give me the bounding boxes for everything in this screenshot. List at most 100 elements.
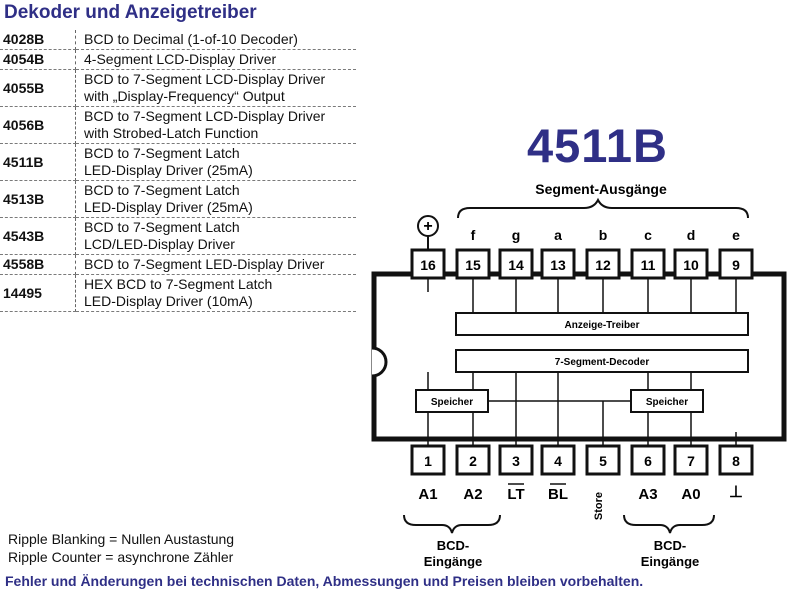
chip-description-line: LED-Display Driver (25mA) <box>84 162 253 178</box>
chip-description: 4-Segment LCD-Display Driver <box>75 49 356 70</box>
pin-number: 9 <box>732 257 740 273</box>
chip-description-line: BCD to Decimal (1-of-10 Decoder) <box>84 31 298 47</box>
driver-block <box>455 312 749 336</box>
pin-signal-label: d <box>687 227 696 243</box>
pin-signal-label: BL <box>548 486 568 503</box>
pin-number: 1 <box>424 453 432 469</box>
pin-signal-label: Store <box>593 492 605 520</box>
ic-name: 4511B <box>527 119 668 172</box>
pin-signal-label: A1 <box>418 486 437 503</box>
pin-signal-label: e <box>732 227 740 243</box>
pin-box <box>540 248 576 280</box>
pin-number: 6 <box>644 453 652 469</box>
chip-description-line: BCD to 7-Segment Latch <box>84 219 240 235</box>
pin-number: 4 <box>554 453 562 469</box>
pin-signal-label: a <box>554 227 562 243</box>
chip-description-line: LED-Display Driver (10mA) <box>84 293 253 309</box>
bcd-brace-left <box>403 514 501 534</box>
chip-code: 4055B <box>0 69 76 107</box>
chip-description-line: 4-Segment LCD-Display Driver <box>84 51 277 67</box>
chip-description: BCD to Decimal (1-of-10 Decoder) <box>75 30 356 50</box>
ground-symbol: ⊥ <box>729 484 743 501</box>
pinout-diagram: Segment-Ausgänge+16f15g14a13b12c11d10e91… <box>371 181 787 569</box>
chip-code: 4543B <box>0 217 76 255</box>
bcd-label-left-line2: Eingänge <box>424 554 483 569</box>
chip-row: 4558B BCD to 7-Segment LED-Display Driver <box>0 254 356 275</box>
chip-code: 4056B <box>0 106 76 144</box>
pin-number: 7 <box>687 453 695 469</box>
footer-disclaimer: Fehler und Änderungen bei technischen Da… <box>5 573 644 589</box>
notes: Ripple Blanking = Nullen Austastung Ripp… <box>8 530 234 566</box>
pin-number: 13 <box>550 257 566 273</box>
ic-notch <box>371 346 388 378</box>
chip-row: 4054B 4-Segment LCD-Display Driver <box>0 49 356 70</box>
pin-number: 12 <box>595 257 611 273</box>
pin-box <box>585 248 621 280</box>
chip-code: 4054B <box>0 49 76 70</box>
note-ripple-counter: Ripple Counter = asynchrone Zähler <box>8 549 234 565</box>
chip-row: 4028B BCD to Decimal (1-of-10 Decoder) <box>0 30 356 50</box>
decoder-block-label: 7-Segment-Decoder <box>555 357 650 368</box>
pin-box <box>673 444 709 476</box>
bcd-label-right-line2: Eingänge <box>641 554 700 569</box>
note-ripple-blanking: Ripple Blanking = Nullen Austastung <box>8 531 235 547</box>
chip-code: 14495 <box>0 274 76 312</box>
pin-box <box>455 248 491 280</box>
pin-box <box>630 444 666 476</box>
chip-code: 4558B <box>0 254 76 275</box>
segment-outputs-label: Segment-Ausgänge <box>535 181 667 197</box>
pin-signal-label: c <box>644 227 652 243</box>
pin-signal-label: A2 <box>463 486 482 503</box>
pin-box <box>540 444 576 476</box>
bcd-brace-right <box>623 514 715 534</box>
chip-description-line: BCD to 7-Segment Latch <box>84 182 240 198</box>
pin-signal-label: A3 <box>638 486 657 503</box>
chip-description-line: LED-Display Driver (25mA) <box>84 199 253 215</box>
pin-number: 14 <box>508 257 524 273</box>
chip-code: 4511B <box>0 143 76 181</box>
driver-block-label: Anzeige-Treiber <box>564 320 639 331</box>
latch-left-label: Speicher <box>431 397 473 408</box>
chip-description-line: BCD to 7-Segment LED-Display Driver <box>84 256 325 272</box>
pin-number: 16 <box>420 257 436 273</box>
chip-description-line: with „Display-Frequency“ Output <box>84 88 285 104</box>
chip-table: 4028B BCD to Decimal (1-of-10 Decoder) 405… <box>0 30 356 312</box>
bcd-label-left-line1: BCD- <box>437 538 470 553</box>
pin-number: 15 <box>465 257 481 273</box>
latch-right-label: Speicher <box>646 397 688 408</box>
chip-description-line: LCD/LED-Display Driver <box>84 236 235 252</box>
pin-signal-label: A0 <box>681 486 700 503</box>
pin-signal-label: b <box>599 227 608 243</box>
chip-description-line: BCD to 7-Segment LCD-Display Driver <box>84 108 326 124</box>
chip-description-line: BCD to 7-Segment Latch <box>84 145 240 161</box>
bcd-label-right-line1: BCD- <box>654 538 687 553</box>
pin-number: 2 <box>469 453 477 469</box>
decoder-block <box>455 349 749 373</box>
pin-number: 3 <box>512 453 520 469</box>
pin-signal-label: g <box>512 227 521 243</box>
chip-description-line: HEX BCD to 7-Segment Latch <box>84 276 273 292</box>
pin-signal-label: LT <box>507 486 524 503</box>
pin-number: 10 <box>683 257 699 273</box>
page-title: Dekoder und Anzeigetreiber <box>4 2 257 23</box>
chip-code: 4513B <box>0 180 76 218</box>
pin-signal-label: f <box>471 227 476 243</box>
chip-description: BCD to 7-Segment LED-Display Driver <box>75 254 356 275</box>
pin-number: 5 <box>599 453 607 469</box>
chip-code: 4028B <box>0 30 76 50</box>
segment-outputs-brace <box>457 197 749 219</box>
pin-box <box>673 248 709 280</box>
supply-symbol: + <box>423 218 432 235</box>
